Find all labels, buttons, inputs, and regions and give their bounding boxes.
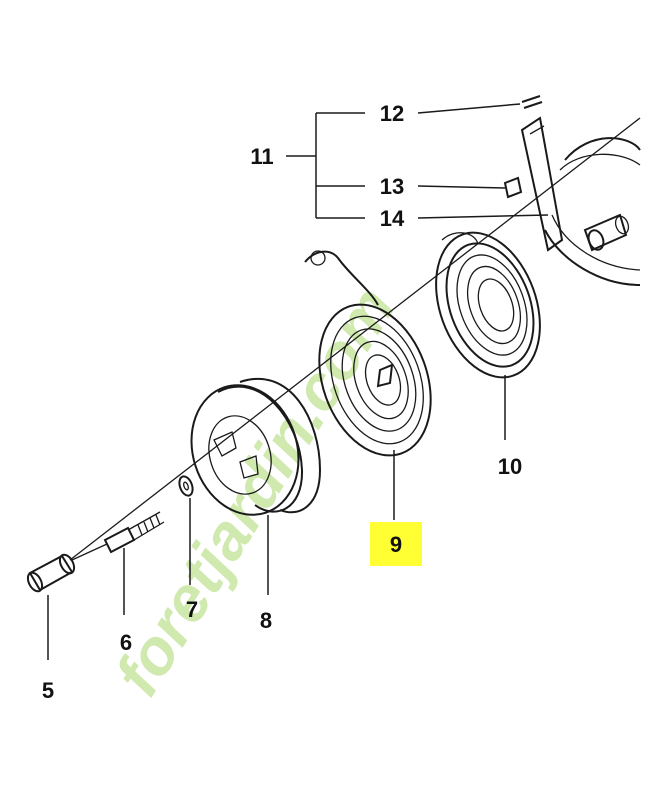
starter-housing	[544, 137, 641, 286]
leader-14b	[417, 214, 549, 219]
callout-9: 9	[390, 532, 402, 557]
callout-13: 13	[380, 174, 404, 199]
callout-12: 12	[380, 101, 404, 126]
callout-7: 7	[186, 597, 198, 622]
part-5-sleeve	[26, 553, 76, 593]
part-13-bushing	[503, 176, 523, 199]
callout-14: 14	[380, 206, 405, 231]
callout-8: 8	[260, 608, 272, 633]
part-6-screw	[71, 511, 165, 561]
callout-11: 11	[250, 144, 273, 169]
callout-5: 5	[42, 678, 54, 703]
callout-6: 6	[120, 630, 132, 655]
part-12-pin	[521, 95, 543, 109]
leader-lines	[47, 103, 549, 660]
part-7-washer	[178, 475, 194, 497]
callout-9-highlight	[370, 522, 422, 566]
part-14-handle	[520, 116, 564, 252]
leader-12b	[417, 103, 521, 114]
callout-labels: 5 6 7 8 9 10 11 12 13 14	[42, 101, 522, 703]
leader-13b	[417, 185, 506, 189]
watermark: foretjardin.com	[101, 274, 409, 707]
part-8-pulley	[190, 377, 322, 516]
part-10-spring-cassette	[435, 231, 541, 379]
part-9-spring	[304, 250, 432, 457]
callout-10: 10	[498, 454, 522, 479]
assembly-axis-line	[69, 117, 641, 561]
watermark-text: foretjardin.com	[101, 274, 409, 707]
